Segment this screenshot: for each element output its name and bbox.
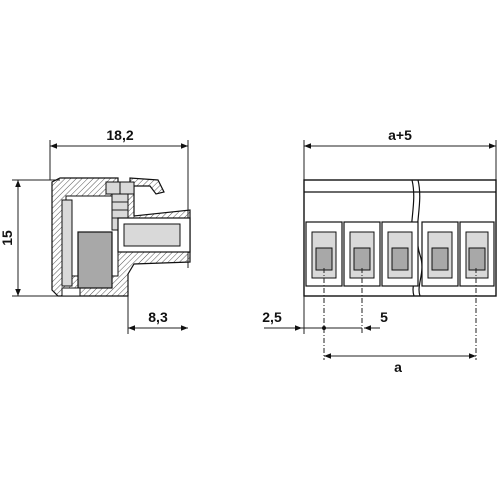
side-width-label: 18,2: [106, 127, 133, 143]
front-view: a+5: [262, 127, 497, 375]
terminal-cell: [421, 221, 459, 287]
side-view: 18,2 15 8,3: [0, 127, 191, 334]
terminal-cell: [459, 221, 495, 287]
front-span-label: a: [394, 359, 402, 375]
front-edge-label: 2,5: [262, 309, 282, 325]
pitch-dot: [322, 326, 326, 330]
terminal-cell: [305, 221, 343, 287]
side-height-label: 15: [0, 230, 15, 246]
front-width-label: a+5: [388, 127, 412, 143]
contact-pin: [61, 199, 73, 287]
terminal-cell: [343, 221, 381, 287]
clamp-block: [77, 231, 113, 289]
wire-entry-insert: [123, 223, 181, 247]
break-line: [416, 179, 423, 297]
bottom-latch: [61, 287, 81, 297]
terminal-cell: [381, 221, 419, 287]
side-offset-label: 8,3: [148, 309, 168, 325]
front-pitch-label: 5: [380, 309, 388, 325]
terminal-cells: [305, 221, 495, 287]
